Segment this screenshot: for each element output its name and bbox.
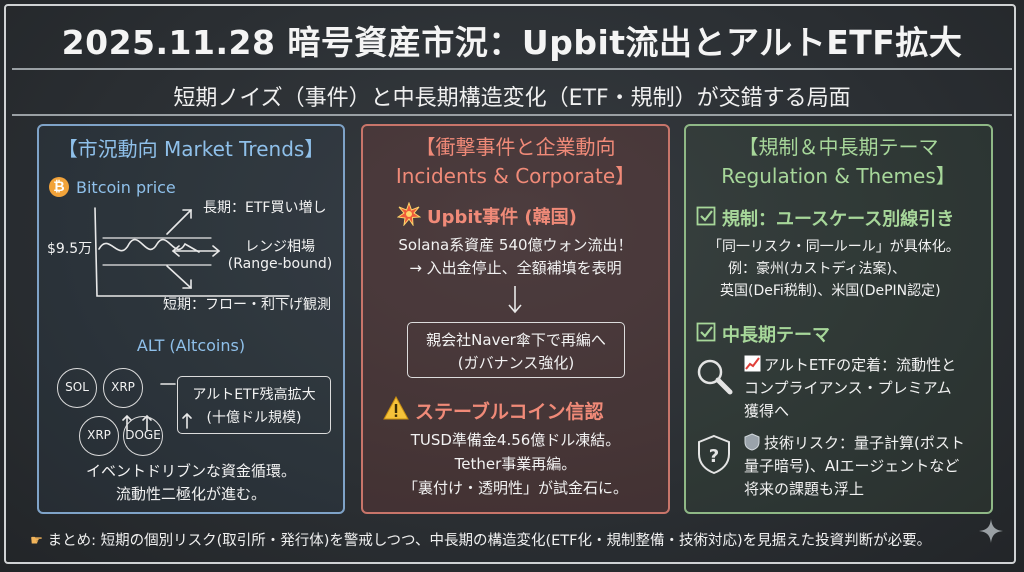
sol-coin-icon: SOL <box>57 368 97 408</box>
alt-etf-box-title: アルトETF残高拡大 <box>192 387 316 403</box>
title-divider <box>12 68 1012 70</box>
down-arrow-icon <box>508 286 522 314</box>
warning-icon <box>383 396 409 420</box>
checkbox-icon <box>696 206 716 226</box>
regulation-detail-3: 英国(DeFi税制)、米国(DePIN認定) <box>720 283 941 299</box>
naver-line-1: 親会社Naver傘下で再編へ <box>426 331 606 349</box>
themes-title: 中長期テーマ <box>722 325 830 346</box>
checkbox-icon-2 <box>696 322 716 342</box>
etf-theme-1: アルトETFの定着：流動性と <box>764 356 957 374</box>
price-level-label: $9.5万 <box>47 241 93 257</box>
xrp-coin-icon-2: XRP <box>79 416 119 456</box>
pointing-hand-icon: ☛ <box>30 533 43 549</box>
incidents-header-1: 【衝撃事件と企業動向 <box>415 135 616 159</box>
stablecoin-detail-2: Tether事業再編。 <box>454 455 577 473</box>
short-term-label: 短期：フロー・利下げ観測 <box>163 297 331 313</box>
regulation-title: 規制：ユースケース別線引き <box>722 209 955 230</box>
market-summary-2: 流動性二極化が進む。 <box>115 485 266 503</box>
short-term-arrow <box>166 265 192 289</box>
alt-label: ALT (Altcoins) <box>136 336 246 355</box>
stablecoin-title: ステーブルコイン信認 <box>415 401 604 423</box>
long-term-arrow <box>166 209 192 235</box>
outer-frame <box>4 4 1016 564</box>
price-axis <box>94 207 290 297</box>
bitcoin-price-label: Bitcoin price <box>76 178 176 197</box>
alt-etf-box-sub: (十億ドル規模) <box>206 410 302 426</box>
stablecoin-detail-3: 「裏付け・透明性」が試金石に。 <box>402 479 628 497</box>
stablecoin-detail-1: TUSD準備金4.56億ドル凍結。 <box>410 431 621 449</box>
sparkle-icon <box>979 519 1003 543</box>
alt-etf-box: アルトETF残高拡大 (十億ドル規模) <box>177 376 331 434</box>
range-label: レンジ相場 <box>245 239 315 255</box>
market-summary-1: イベントドリブンな資金循環。 <box>85 462 296 480</box>
incidents-header-2: Incidents & Corporate】 <box>395 164 636 188</box>
regulation-detail-2: 例：豪州(カストディ法案)、 <box>728 261 906 277</box>
page-subtitle: 短期ノイズ（事件）と中長期構造変化（ETF・規制）が交錯する局面 <box>173 86 851 111</box>
magnifier-icon <box>697 359 733 395</box>
svg-text:?: ? <box>709 446 719 467</box>
page-title: 2025.11.28 暗号資産市況：Upbit流出とアルトETF拡大 <box>61 23 963 62</box>
range-label-en: (Range-bound) <box>227 256 333 272</box>
upbit-detail-2: → 入出金停止、全額補填を表明 <box>409 259 622 277</box>
long-term-label: 長期：ETF買い増し <box>203 200 327 216</box>
market-panel-header: 【市況動向 Market Trends】 <box>57 137 325 161</box>
xrp-coin-icon: XRP <box>103 368 143 408</box>
summary-footer: ☛ まとめ: 短期の個別リスク(取引所・発行体)を警戒しつつ、中長期の構造変化(… <box>30 529 931 550</box>
market-trends-panel: 【市況動向 Market Trends】 ₿ Bitcoin price $9.… <box>37 124 345 514</box>
naver-line-2: (ガバナンス強化) <box>457 354 575 372</box>
chart-up-icon <box>744 355 761 372</box>
shield-question-icon: ? <box>698 434 730 474</box>
regulation-header-1: 【規制＆中長期テーマ <box>738 135 939 159</box>
incidents-panel: 【衝撃事件と企業動向 Incidents & Corporate】 Upbit事… <box>361 124 670 514</box>
naver-box: 親会社Naver傘下で再編へ (ガバナンス強化) <box>407 322 625 378</box>
explosion-icon <box>397 202 421 226</box>
bitcoin-icon: ₿ <box>49 177 69 197</box>
upbit-detail-1: Solana系資産 540億ウォン流出！ <box>398 236 633 254</box>
bitcoin-price-sketch <box>94 207 290 431</box>
doge-coin-icon: DOGE <box>123 416 163 456</box>
regulation-header-2: Regulation & Themes】 <box>721 164 956 188</box>
tech-risk-2: 量子暗号)、AIエージェントなど <box>744 457 960 475</box>
upbit-title: Upbit事件 (韓国) <box>427 207 577 228</box>
summary-text: まとめ: 短期の個別リスク(取引所・発行体)を警戒しつつ、中長期の構造変化(ET… <box>47 533 932 549</box>
tech-risk-3: 将来の課題も浮上 <box>744 480 865 498</box>
shield-icon <box>744 433 760 451</box>
etf-theme-3: 獲得へ <box>744 402 790 420</box>
regulation-detail-1: 「同一リスク・同一ルール」が具体化。 <box>708 239 960 255</box>
up-arrow-3 <box>182 412 192 429</box>
etf-theme-2: コンプライアンス・プレミアム <box>744 379 952 397</box>
regulation-panel: 【規制＆中長期テーマ Regulation & Themes】 規制：ユースケー… <box>684 124 993 514</box>
tech-risk-1: 技術リスク：量子計算(ポスト <box>764 434 965 452</box>
subtitle-divider <box>12 114 1012 116</box>
